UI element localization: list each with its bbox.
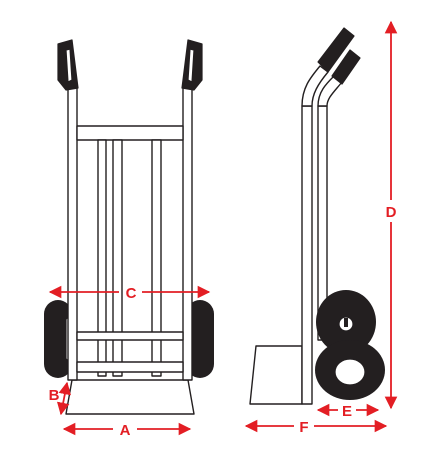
- dimension-label-e: E: [342, 403, 352, 420]
- side-grip-rear: [331, 49, 361, 85]
- dimension-label-a: A: [120, 422, 131, 439]
- dimension-e: E: [316, 403, 380, 420]
- front-left-handle-tube: [67, 85, 78, 381]
- side-wheel-upper-axle: [344, 318, 348, 327]
- dimension-a: A: [62, 422, 192, 439]
- front-view: [44, 39, 214, 415]
- side-toe-plate: [249, 345, 303, 405]
- dimension-f: F: [244, 419, 388, 436]
- side-grip-front: [317, 27, 355, 73]
- front-crossbar-lower-1: [76, 331, 184, 341]
- front-slat-middle: [112, 139, 123, 377]
- dimension-b: B: [49, 381, 72, 416]
- front-slat-right: [151, 139, 162, 377]
- dimension-d: D: [384, 20, 398, 410]
- dimension-label-c: C: [126, 285, 137, 302]
- front-crossbar-lower-2: [76, 361, 184, 373]
- front-slat-left: [97, 139, 107, 377]
- dimension-label-f: F: [299, 419, 308, 436]
- front-right-grip-highlight: [187, 48, 195, 83]
- front-toe-plate: [65, 379, 195, 415]
- side-handle-tube-front: [301, 105, 313, 405]
- side-view: [249, 27, 385, 405]
- dimension-c: C: [48, 285, 211, 302]
- front-top-crossbar: [76, 125, 184, 141]
- dimension-label-d: D: [386, 204, 397, 221]
- dimension-label-b: B: [49, 387, 60, 404]
- front-left-grip-highlight: [65, 48, 73, 83]
- side-wheel-lower: [315, 340, 385, 400]
- side-wheel-upper: [316, 290, 376, 354]
- front-right-handle-tube: [182, 85, 193, 381]
